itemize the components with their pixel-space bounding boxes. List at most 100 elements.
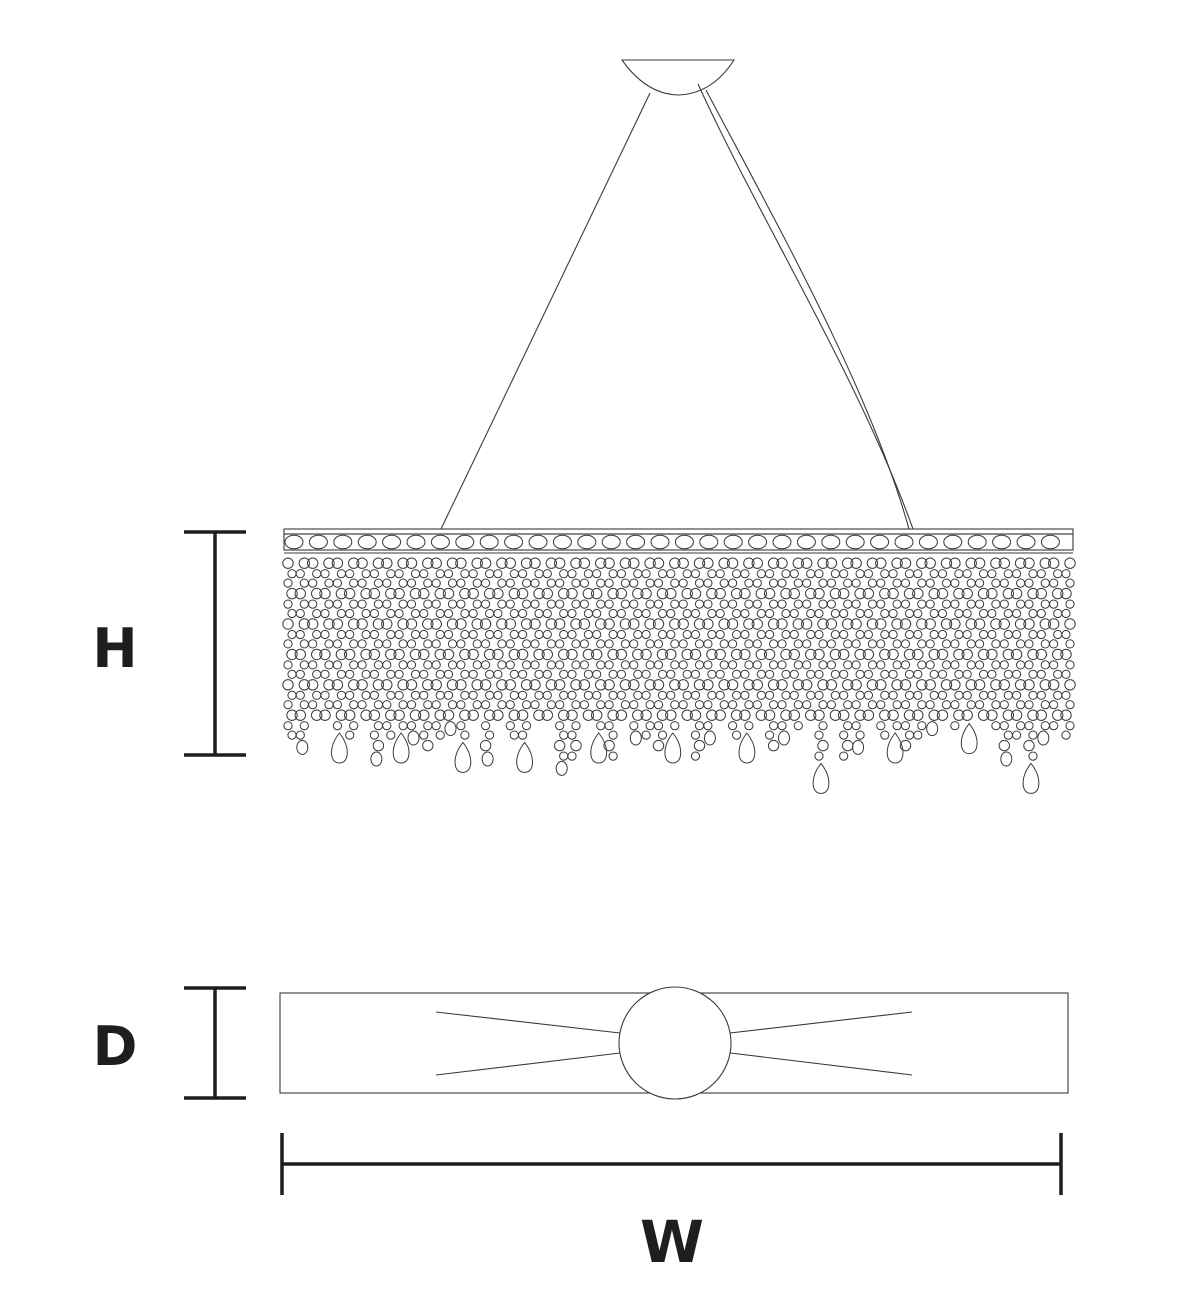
crystal-bead [373, 700, 383, 710]
crystal-bead [842, 739, 854, 752]
crystal-bead [357, 639, 367, 649]
crystal-bead [604, 660, 614, 670]
crystal-bead [1065, 578, 1075, 588]
band-crystal [894, 534, 914, 550]
crystal-bead [850, 679, 862, 691]
crystal-bead [592, 608, 602, 619]
crystal-bead [345, 608, 355, 619]
crystal-bead [382, 578, 392, 588]
crystal-bead [1010, 648, 1023, 661]
crystal-bead [792, 557, 804, 569]
crystal-bead [652, 618, 665, 630]
crystal-bead [356, 557, 368, 569]
crystal-bead [793, 660, 803, 670]
crystal-bead [604, 721, 614, 731]
crystal-bead [707, 690, 717, 700]
crystal-bead [740, 669, 750, 679]
crystal-bead [546, 578, 556, 588]
crystal-bead [987, 629, 997, 640]
crystal-bead [545, 679, 557, 691]
crystal-bead [509, 690, 519, 700]
crystal-bead [690, 629, 701, 640]
crystal-bead [554, 618, 566, 630]
frame-bar-top-rail [283, 528, 1074, 535]
crystal-bead [516, 709, 529, 721]
crystal-bead [430, 679, 442, 691]
crystal-bead [756, 669, 766, 679]
crystal-bead [925, 599, 935, 609]
crystal-bead [1016, 660, 1026, 670]
crystal-bead [732, 569, 742, 579]
crystal-strand [1060, 557, 1076, 740]
teardrop-crystal [812, 762, 830, 794]
crystal-bead [891, 618, 903, 630]
crystal-bead [320, 690, 330, 700]
crystal-bead [299, 721, 309, 731]
crystal-bead [455, 557, 467, 569]
crystal-bead [298, 618, 310, 630]
crystal-bead [299, 700, 309, 710]
crystal-bead [904, 669, 915, 679]
crystal-bead [855, 608, 865, 619]
crystal-bead [961, 709, 973, 721]
crystal-bead [481, 721, 491, 731]
crystal-strand [726, 557, 743, 740]
crystal-bead [1035, 648, 1048, 661]
crystal-bead [875, 679, 887, 691]
crystal-bead [1053, 669, 1063, 679]
crystal-bead [360, 587, 372, 600]
crystal-bead [765, 569, 775, 579]
crystal-bead [571, 700, 581, 710]
crystal-bead [966, 578, 976, 588]
crystal-bead [1060, 587, 1072, 600]
crystal-bead [802, 660, 812, 670]
crystal-bead [504, 679, 516, 691]
crystal-strand [960, 557, 978, 755]
crystal-bead [1052, 587, 1064, 600]
crystal-bead [559, 751, 569, 761]
crystal-bead [765, 730, 775, 740]
teardrop-crystal [516, 741, 533, 773]
crystal-bead [892, 700, 902, 710]
crystal-bead [665, 587, 677, 600]
band-crystal [748, 534, 768, 550]
crystal-bead [900, 639, 911, 649]
crystal-bead [357, 599, 367, 609]
crystal-bead [830, 569, 841, 579]
crystal-bead [559, 629, 569, 640]
crystal-bead [690, 669, 701, 679]
crystal-bead [509, 608, 519, 619]
crystal-strand [738, 557, 756, 764]
crystal-bead [641, 690, 651, 700]
end-crystal [296, 739, 309, 755]
crystal-bead [481, 660, 491, 670]
crystal-bead [813, 648, 825, 661]
crystal-bead [405, 679, 418, 691]
crystal-bead [1024, 578, 1034, 588]
crystal-bead [689, 648, 702, 661]
crystal-bead [559, 730, 569, 740]
crystal-bead [578, 557, 591, 569]
crystal-bead [987, 669, 997, 679]
crystal-bead [406, 721, 417, 731]
crystal-bead [991, 721, 1001, 731]
crystal-bead [850, 618, 862, 630]
crystal-bead [518, 569, 528, 579]
crystal-bead [615, 648, 628, 661]
crystal-bead [604, 700, 614, 710]
crystal-bead [460, 608, 470, 619]
crystal-bead [468, 690, 478, 700]
crystal-bead [1036, 690, 1046, 700]
crystal-bead [583, 690, 594, 700]
crystal-bead [591, 587, 603, 600]
crystal-bead [335, 587, 348, 600]
crystal-bead [468, 569, 478, 579]
crystal-bead [419, 608, 429, 619]
end-crystal [1037, 730, 1050, 746]
crystal-bead [567, 690, 577, 700]
crystal-bead [419, 569, 429, 579]
crystal-bead [282, 679, 294, 691]
crystal-bead [481, 599, 491, 609]
crystal-bead [1053, 569, 1063, 579]
crystal-bead [657, 669, 668, 679]
